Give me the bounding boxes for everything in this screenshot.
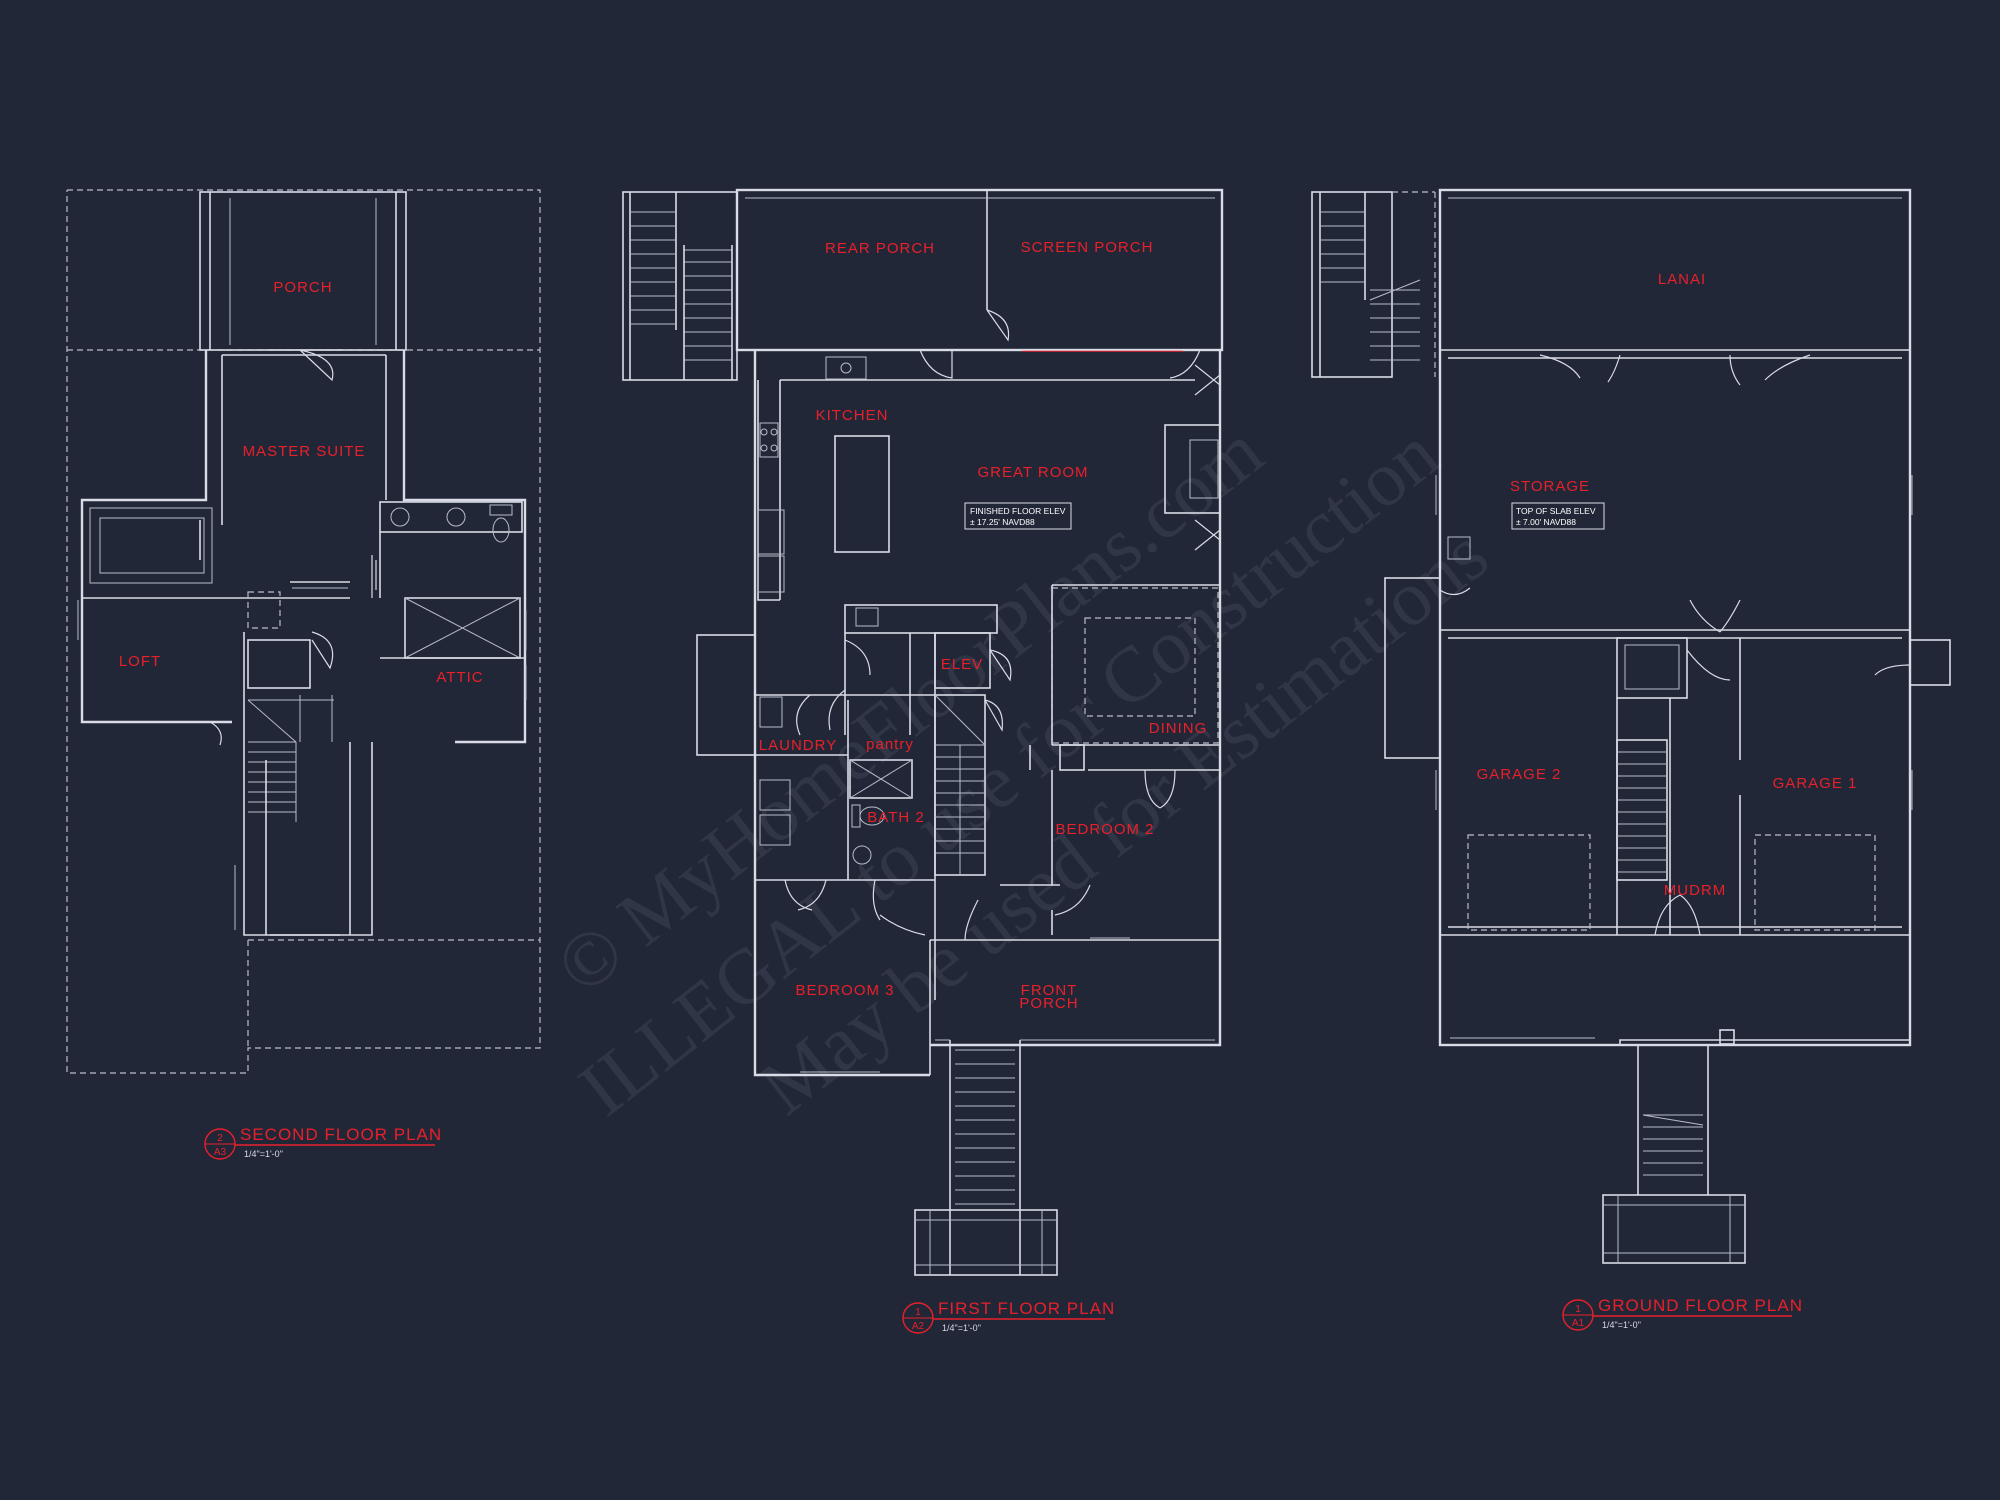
room-label-garage-2: GARAGE 2 [1477, 766, 1562, 783]
first-floor-interior-stair [934, 694, 986, 876]
room-label-master-suite: MASTER SUITE [243, 443, 366, 460]
finished-floor-elev-label: FINISHED FLOOR ELEV [970, 506, 1066, 516]
first-floor-plan-title: 1 A2 FIRST FLOOR PLAN 1/4"=1'-0" [902, 1299, 1115, 1334]
first-floor-sheet-number: A2 [912, 1321, 925, 1332]
room-label-porch: PORCH [273, 279, 332, 296]
second-floor-detail-number: 2 [217, 1133, 223, 1144]
ground-floor-interior-stair [1616, 739, 1668, 881]
ground-floor-sheet-number: A1 [1572, 1318, 1585, 1329]
top-of-slab-elev-label: TOP OF SLAB ELEV [1516, 506, 1596, 516]
room-label-bedroom-2: BEDROOM 2 [1055, 821, 1154, 838]
first-floor-plan: FINISHED FLOOR ELEV ± 17.25' NAVD88 [622, 188, 1224, 1276]
room-label-rear-porch: REAR PORCH [825, 240, 935, 257]
room-label-front-porch-line-2: PORCH [1019, 995, 1078, 1012]
watermark-line-1: © MyHomeFloorPlans.com [540, 407, 1279, 1011]
room-label-bath-2: BATH 2 [867, 809, 924, 826]
ground-floor-detail-number: 1 [1575, 1304, 1581, 1315]
room-label-great-room: GREAT ROOM [977, 464, 1088, 481]
room-label-garage-1: GARAGE 1 [1773, 775, 1858, 792]
second-floor-plan: PORCH MASTER SUITE LOFT ATTIC [66, 189, 541, 1074]
top-of-slab-elev-value: ± 7.00' NAVD88 [1516, 517, 1576, 527]
watermark: © MyHomeFloorPlans.com ILLEGAL to use fo… [540, 407, 1504, 1132]
room-label-laundry: LAUNDRY [759, 737, 837, 754]
room-label-storage: STORAGE [1510, 478, 1590, 495]
room-label-elev: ELEV [941, 656, 983, 673]
second-floor-plan-title-text: SECOND FLOOR PLAN [240, 1125, 442, 1144]
second-floor-stair [247, 695, 334, 822]
ground-floor-plan-title-text: GROUND FLOOR PLAN [1598, 1296, 1803, 1315]
ground-floor-rear-stair [1311, 191, 1436, 378]
second-floor-plan-title: 2 A3 SECOND FLOOR PLAN 1/4"=1'-0" [204, 1125, 442, 1160]
ground-floor-plan: TOP OF SLAB ELEV ± 7.00' NAVD88 [1311, 188, 1951, 1264]
room-label-loft: LOFT [119, 653, 161, 670]
room-label-front-porch-line-1: FRONT [1021, 982, 1078, 999]
second-floor-plan-scale: 1/4"=1'-0" [244, 1149, 283, 1159]
first-floor-plan-title-text: FIRST FLOOR PLAN [938, 1299, 1115, 1318]
room-label-dining: DINING [1149, 720, 1208, 737]
room-label-attic: ATTIC [436, 669, 483, 686]
finished-floor-elev-value: ± 17.25' NAVD88 [970, 517, 1035, 527]
room-label-pantry: pantry [866, 736, 914, 753]
top-of-slab-elevation-tag: TOP OF SLAB ELEV ± 7.00' NAVD88 [1511, 502, 1605, 530]
first-floor-front-stair [914, 1040, 1058, 1276]
room-label-mudrm: MUDRM [1664, 882, 1727, 899]
room-label-bedroom-3: BEDROOM 3 [795, 982, 894, 999]
first-floor-rear-stair [622, 191, 738, 381]
first-floor-plan-scale: 1/4"=1'-0" [942, 1323, 981, 1333]
room-label-screen-porch: SCREEN PORCH [1021, 239, 1154, 256]
room-label-kitchen: KITCHEN [816, 407, 889, 424]
room-label-lanai: LANAI [1658, 271, 1706, 288]
first-floor-detail-number: 1 [915, 1307, 921, 1318]
second-floor-sheet-number: A3 [214, 1147, 227, 1158]
ground-floor-plan-scale: 1/4"=1'-0" [1602, 1320, 1641, 1330]
ground-floor-front-stair [1602, 1045, 1746, 1264]
ground-floor-plan-title: 1 A1 GROUND FLOOR PLAN 1/4"=1'-0" [1562, 1296, 1803, 1331]
finished-floor-elevation-tag: FINISHED FLOOR ELEV ± 17.25' NAVD88 [964, 502, 1072, 530]
